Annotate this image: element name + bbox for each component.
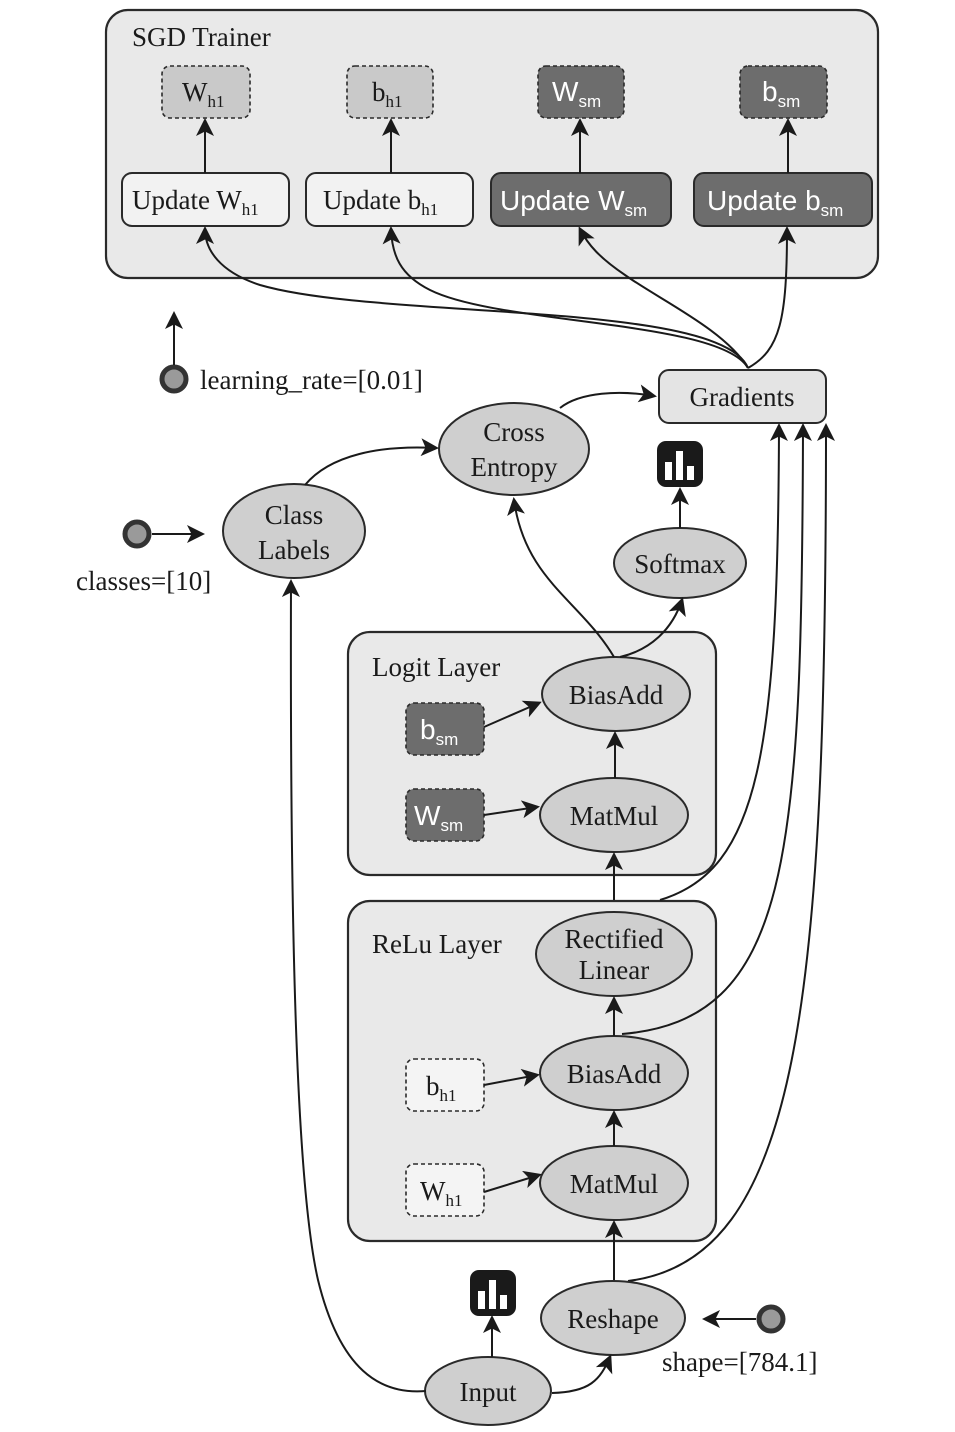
bar-chart-icon[interactable] [657, 441, 703, 487]
shape-param[interactable]: shape=[784.1] [662, 1304, 817, 1377]
label-sub: sm [436, 730, 459, 749]
softmax-node[interactable]: Softmax [613, 527, 747, 599]
relu-biasadd-node[interactable]: BiasAdd [539, 1035, 689, 1111]
learning-rate-label: learning_rate=[0.01] [200, 365, 423, 395]
label-base: W [552, 76, 579, 107]
relu-layer-edges [483, 996, 623, 1285]
label-sub: h1 [440, 1086, 457, 1105]
svg-text:bh1: bh1 [372, 77, 403, 111]
classes-label: classes=[10] [76, 566, 211, 596]
trainer-var-w-sm[interactable]: Wsm [537, 65, 625, 119]
svg-text:Update Wsm: Update Wsm [500, 185, 647, 220]
svg-text:bsm: bsm [420, 714, 458, 749]
class-labels-node[interactable]: Class Labels [222, 483, 366, 579]
label-base: b [372, 77, 386, 107]
trainer-var-b-sm[interactable]: bsm [739, 65, 828, 119]
var-b-sm[interactable]: bsm [405, 702, 485, 756]
update-b-sm-node[interactable]: Update bsm [693, 172, 873, 227]
relu-layer-title: ReLu Layer [372, 929, 502, 959]
learning-rate-param[interactable]: learning_rate=[0.01] [159, 311, 423, 395]
label-base: W [420, 1176, 446, 1206]
input-edges [281, 579, 613, 1394]
edge-class-labels-to-cross-entropy [304, 438, 439, 486]
logit-matmul-node[interactable]: MatMul [539, 777, 689, 853]
shape-label: shape=[784.1] [662, 1347, 817, 1377]
logit-layer-title: Logit Layer [372, 652, 500, 682]
svg-text:Wh1: Wh1 [182, 77, 224, 111]
reshape-label: Reshape [567, 1304, 658, 1334]
svg-text:Update Wh1: Update Wh1 [132, 185, 259, 219]
input-label: Input [460, 1377, 517, 1407]
relu-biasadd-label: BiasAdd [567, 1059, 662, 1089]
softmax-label: Softmax [634, 549, 726, 579]
label-sub: sm [440, 816, 463, 835]
label-base: Update W [500, 185, 625, 216]
class-labels-label-2: Labels [258, 535, 330, 565]
label-base: b [420, 714, 436, 745]
var-b-h1[interactable]: bh1 [405, 1058, 485, 1112]
input-node[interactable]: Input [424, 1356, 552, 1426]
svg-text:bh1: bh1 [426, 1071, 457, 1105]
gradients-to-update-edges [196, 226, 796, 369]
label-base: Update W [132, 185, 242, 215]
label-sub: sm [578, 92, 601, 111]
svg-text:Wsm: Wsm [414, 800, 463, 835]
svg-text:Wh1: Wh1 [420, 1176, 462, 1210]
label-sub: h1 [421, 200, 438, 219]
label-sub: h1 [207, 92, 224, 111]
label-base: Update b [323, 185, 421, 215]
rectified-linear-label-2: Linear [579, 955, 649, 985]
relu-matmul-node[interactable]: MatMul [539, 1145, 689, 1221]
label-sub: sm [778, 92, 801, 111]
label-sub: h1 [445, 1191, 462, 1210]
gradients-node[interactable]: Gradients [658, 369, 827, 424]
update-to-var-edges [196, 118, 797, 173]
label-sub: h1 [386, 92, 403, 111]
update-w-sm-node[interactable]: Update Wsm [490, 172, 672, 227]
edge-cross-entropy-to-gradients [559, 384, 657, 409]
bar-chart-icon[interactable] [470, 1270, 516, 1316]
label-base: b [426, 1071, 440, 1101]
relu-matmul-label: MatMul [570, 1169, 659, 1199]
svg-text:Wsm: Wsm [552, 76, 601, 111]
svg-text:bsm: bsm [762, 76, 800, 111]
cross-entropy-label-1: Cross [483, 417, 545, 447]
reshape-node[interactable]: Reshape [540, 1280, 686, 1356]
label-sub: sm [821, 201, 844, 220]
backprop-edges [621, 423, 835, 1282]
sgd-trainer-title: SGD Trainer [132, 22, 271, 52]
logit-matmul-label: MatMul [570, 801, 659, 831]
rectified-linear-label-1: Rectified [565, 924, 664, 954]
trainer-var-w-h1[interactable]: Wh1 [161, 65, 251, 119]
label-base: W [182, 77, 208, 107]
label-sub: h1 [242, 200, 259, 219]
class-labels-label-1: Class [265, 500, 324, 530]
svg-text:Update bh1: Update bh1 [323, 185, 438, 219]
cross-entropy-node[interactable]: Cross Entropy [438, 402, 590, 496]
rectified-linear-node[interactable]: Rectified Linear [535, 911, 693, 997]
svg-text:Update bsm: Update bsm [707, 185, 843, 220]
label-base: W [414, 800, 441, 831]
classes-param[interactable]: classes=[10] [76, 519, 211, 596]
cross-entropy-label-2: Entropy [471, 452, 558, 482]
update-b-h1-node[interactable]: Update bh1 [305, 172, 474, 227]
logit-biasadd-label: BiasAdd [569, 680, 664, 710]
trainer-var-b-h1[interactable]: bh1 [346, 65, 434, 119]
label-base: b [762, 76, 778, 107]
gradients-label: Gradients [690, 382, 795, 412]
update-w-h1-node[interactable]: Update Wh1 [121, 172, 290, 227]
var-w-h1[interactable]: Wh1 [405, 1163, 485, 1217]
label-base: Update b [707, 185, 821, 216]
label-sub: sm [625, 201, 648, 220]
sgd-trainer-group: SGD Trainer [104, 8, 880, 280]
var-w-sm[interactable]: Wsm [405, 788, 485, 842]
logit-biasadd-node[interactable]: BiasAdd [541, 656, 691, 732]
